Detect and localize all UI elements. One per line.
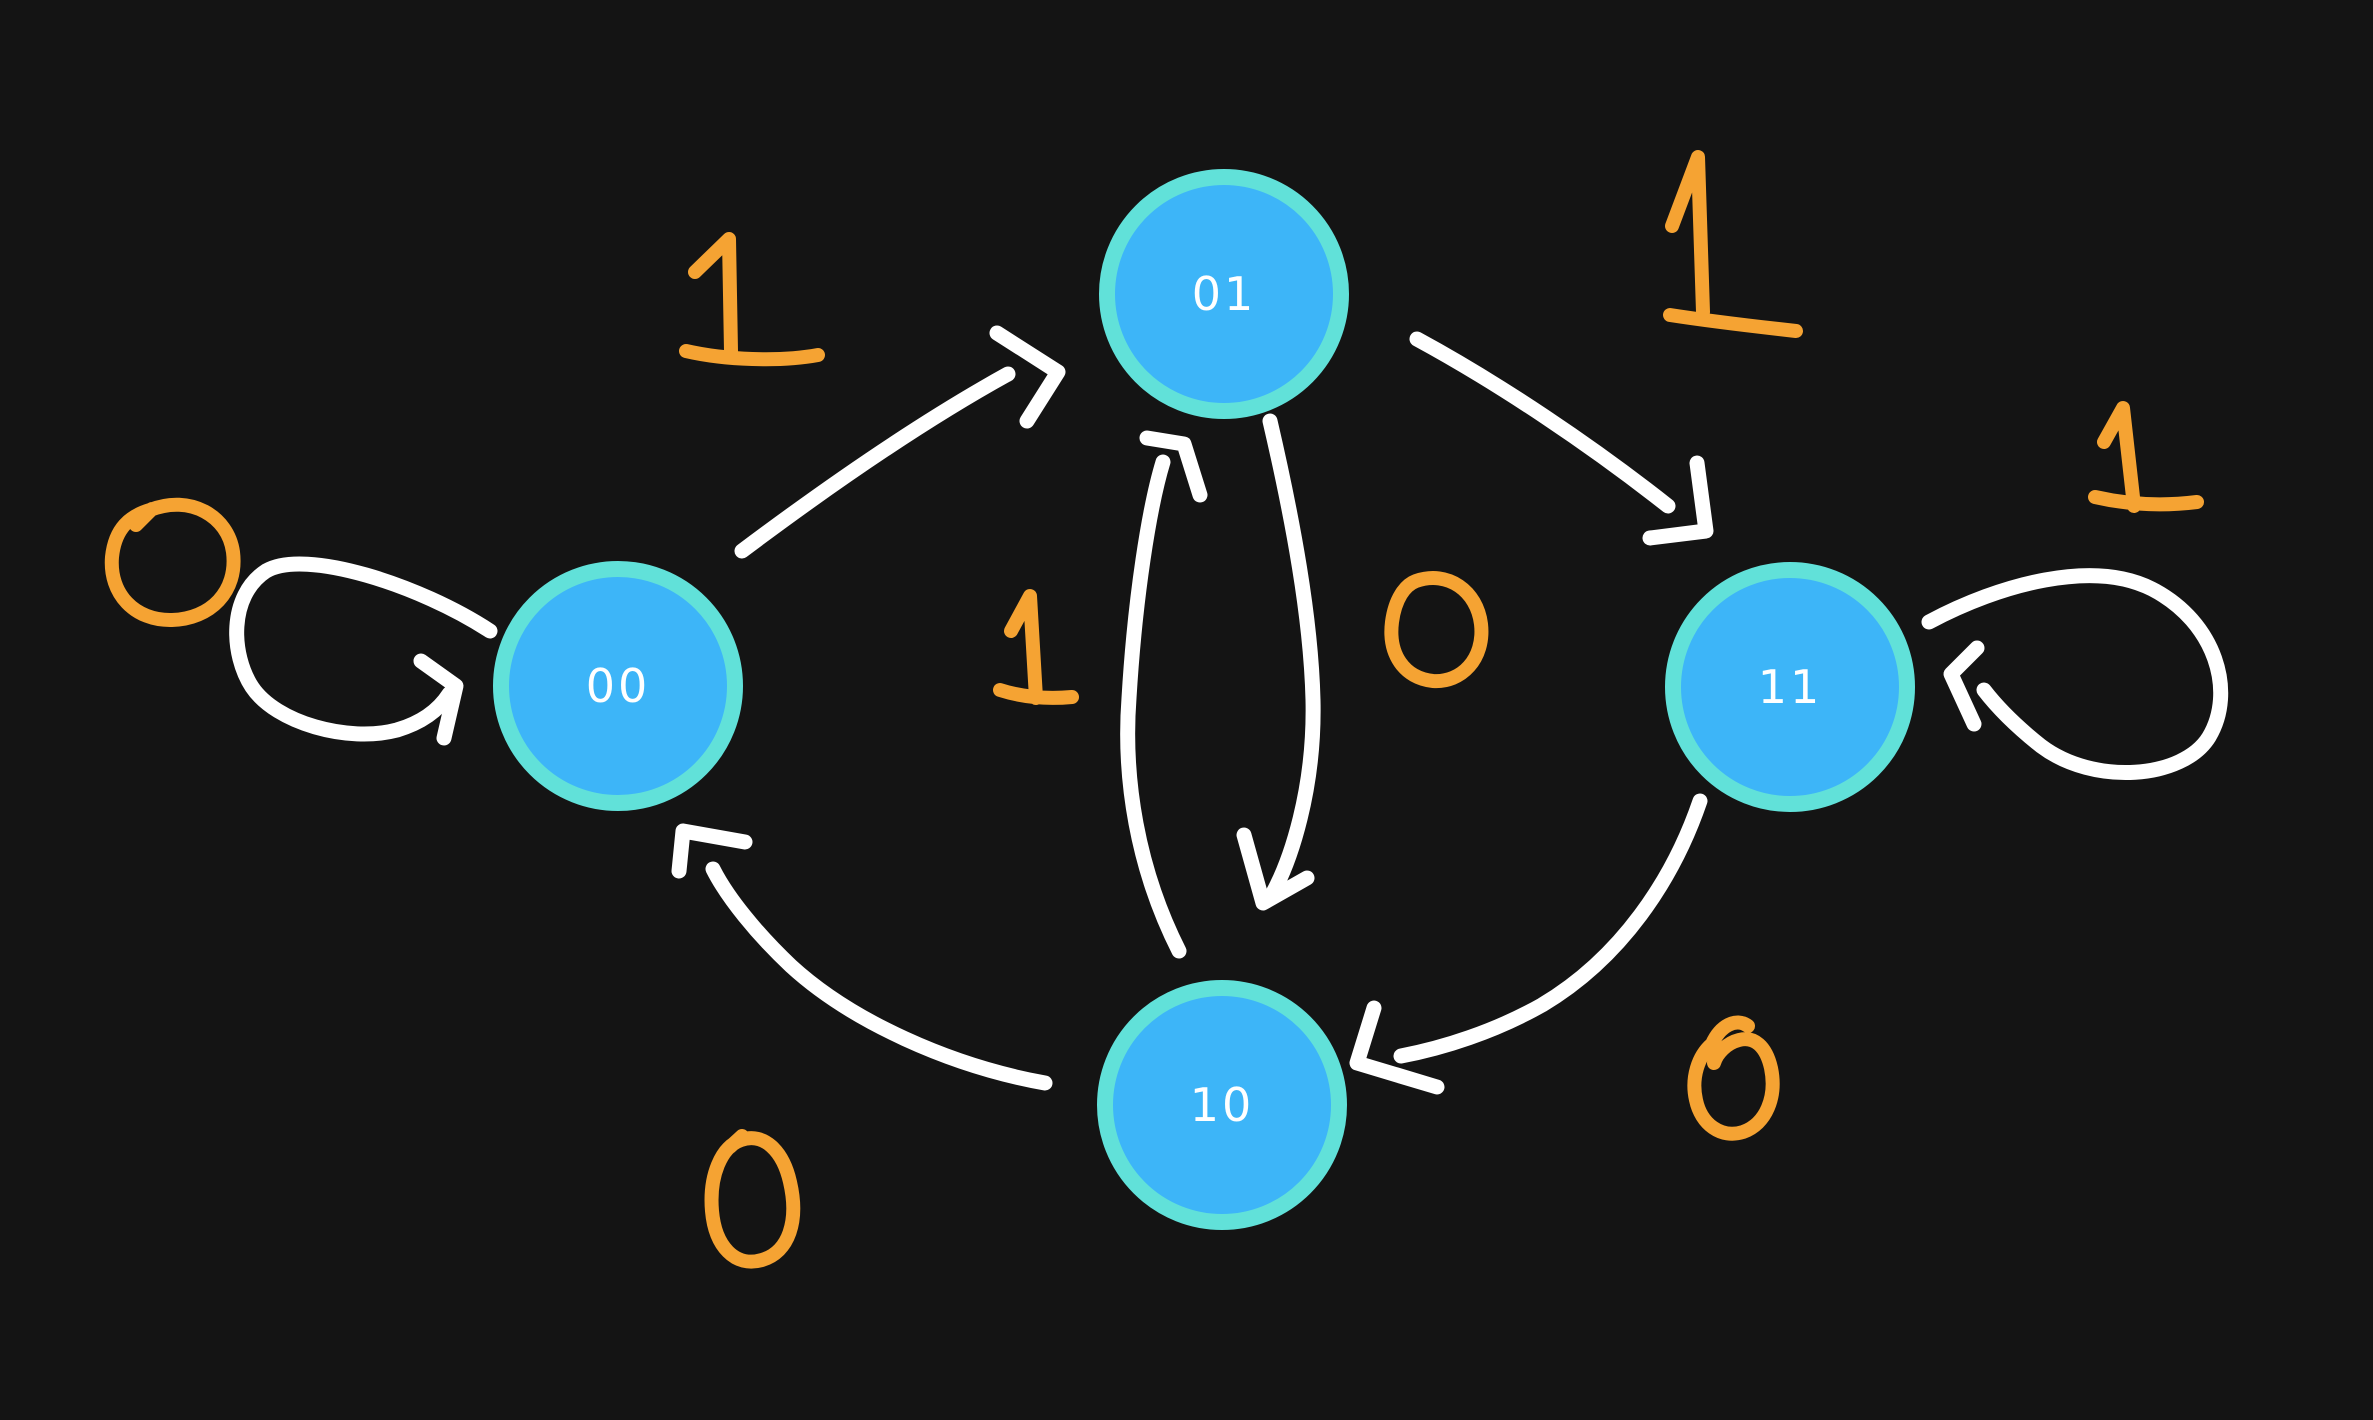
transition-input-label-00-01[interactable] <box>679 232 825 367</box>
transition-arrow-11-10[interactable] <box>1393 793 1708 1064</box>
transition-arrow-11-11[interactable] <box>1921 568 2229 781</box>
state-circle-11[interactable] <box>1665 562 1915 812</box>
transition-input-value: 0 <box>755 1197 756 1199</box>
transition-11-11[interactable]: 1 <box>1921 401 2229 781</box>
state-label-01: 01 <box>1192 267 1257 321</box>
transition-input-value: 0 <box>172 556 173 558</box>
transition-arrow-10-00[interactable] <box>705 861 1053 1091</box>
transition-01-10[interactable]: 0 <box>1236 413 1489 911</box>
transition-01-11[interactable]: 1 <box>1409 150 1803 546</box>
arrowhead-icon <box>1642 455 1714 546</box>
transition-00-01[interactable]: 1 <box>679 232 1066 559</box>
transition-arrow-01-11[interactable] <box>1409 331 1676 514</box>
state-label-10: 10 <box>1190 1078 1255 1132</box>
transition-input-label-10-00[interactable] <box>704 1129 801 1269</box>
transition-input-label-01-10[interactable] <box>1384 571 1489 689</box>
state-node-00[interactable]: 00 <box>493 561 743 811</box>
arrowhead-icon <box>1139 430 1208 503</box>
transition-input-label-00-00[interactable] <box>104 497 241 628</box>
arrowhead-icon <box>989 325 1066 429</box>
arrowhead-icon <box>1236 827 1315 911</box>
transition-10-01[interactable]: 1 <box>993 430 1208 959</box>
transition-arrow-00-01[interactable] <box>734 366 1016 559</box>
transition-arrow-01-10[interactable] <box>1262 413 1321 906</box>
state-label-11: 11 <box>1758 660 1823 714</box>
state-circle-10[interactable] <box>1097 980 1347 1230</box>
transition-input-value: 1 <box>750 299 751 301</box>
transition-10-00[interactable]: 0 <box>671 823 1053 1269</box>
state-label-00: 00 <box>586 659 651 713</box>
arrowhead-icon <box>1943 640 1985 732</box>
transition-input-label-01-11[interactable] <box>1663 150 1803 338</box>
transition-input-label-11-11[interactable] <box>2088 401 2204 513</box>
arrowhead-icon <box>1349 1000 1445 1095</box>
transition-input-label-10-01[interactable] <box>993 589 1079 705</box>
state-circle-00[interactable] <box>493 561 743 811</box>
transition-input-value: 0 <box>1732 1077 1733 1079</box>
transition-input-label-11-10[interactable] <box>1687 1015 1780 1141</box>
state-node-11[interactable]: 11 <box>1665 562 1915 812</box>
state-node-01[interactable]: 01 <box>1099 169 1349 419</box>
arrowhead-icon <box>671 823 753 879</box>
transition-arrow-00-00[interactable] <box>229 556 498 742</box>
state-node-10[interactable]: 10 <box>1097 980 1347 1230</box>
transition-input-value: 1 <box>1733 242 1734 244</box>
state-circle-01[interactable] <box>1099 169 1349 419</box>
transition-input-value: 0 <box>1437 626 1438 628</box>
transition-11-10[interactable]: 0 <box>1349 793 1780 1141</box>
transition-00-00[interactable]: 0 <box>104 497 498 746</box>
transition-input-value: 1 <box>2146 457 2147 459</box>
transition-arrow-10-01[interactable] <box>1120 454 1187 959</box>
arrowhead-icon <box>413 653 464 746</box>
